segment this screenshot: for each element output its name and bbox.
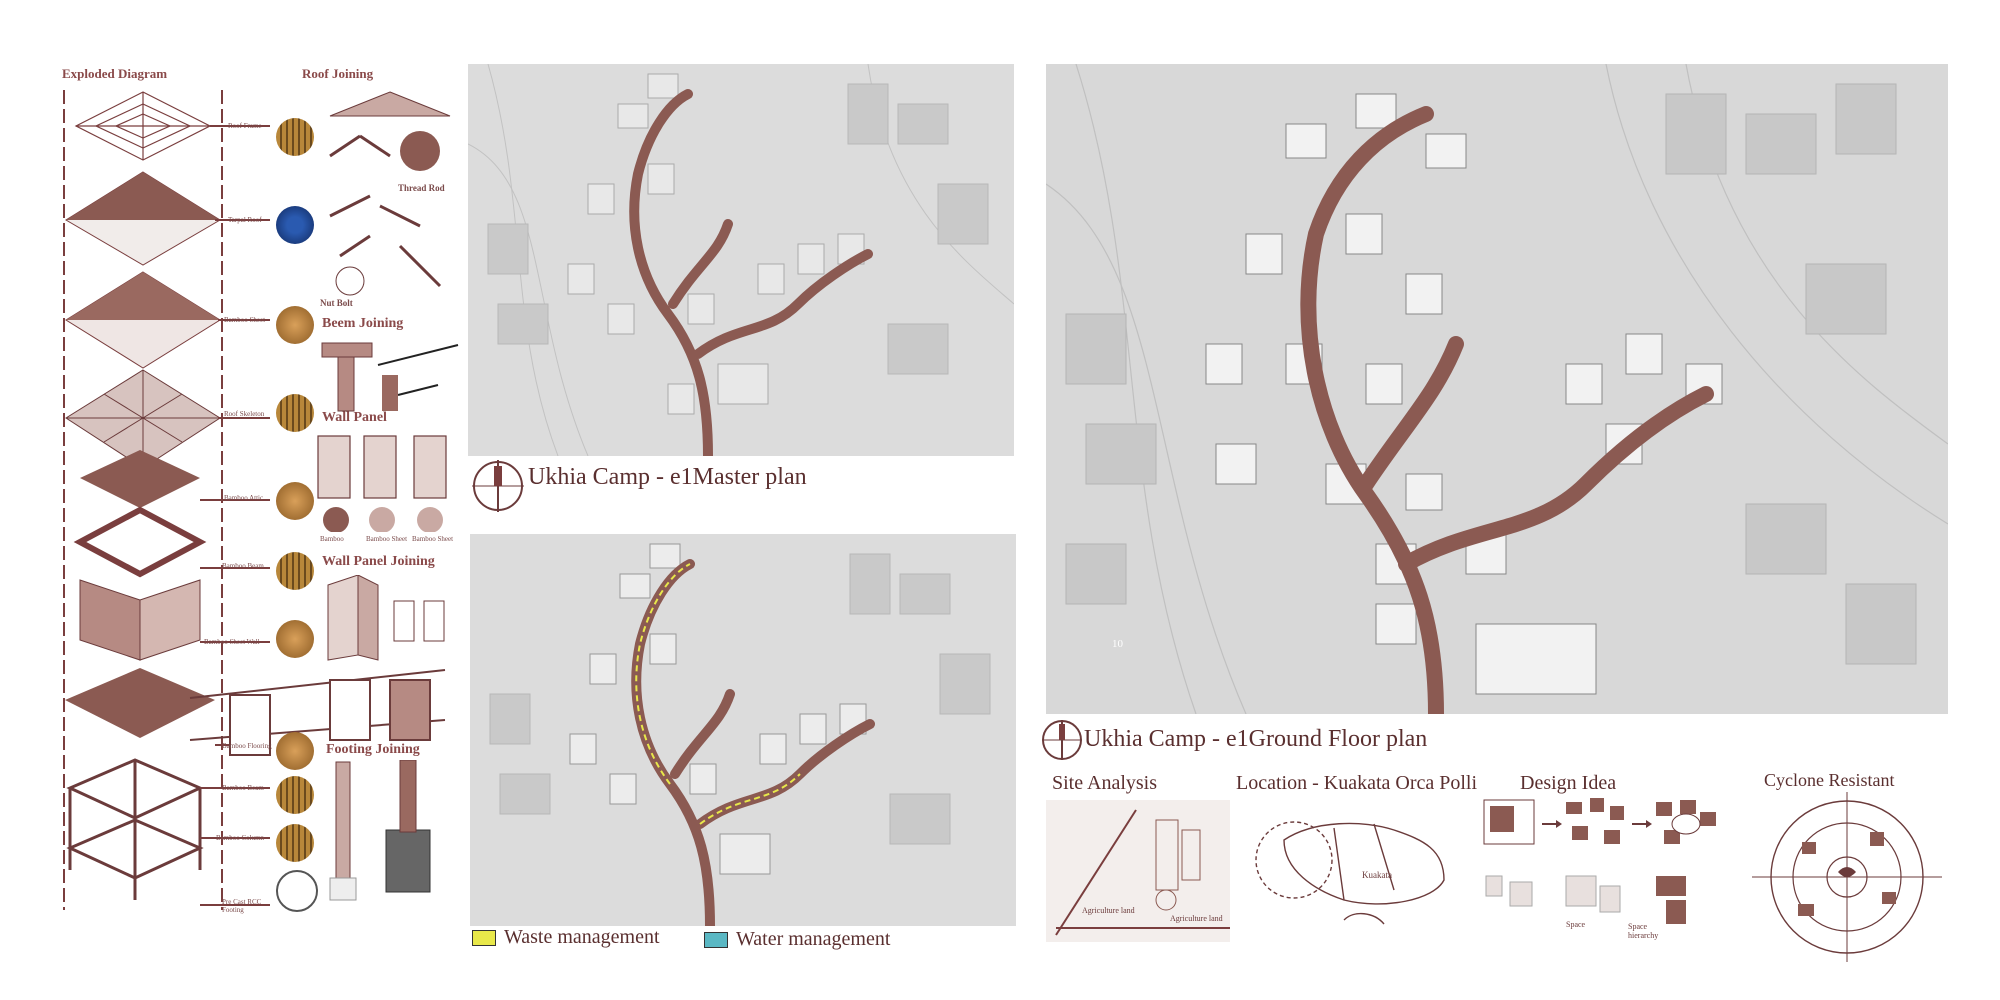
layer-label: Bamboo Beam <box>222 562 264 570</box>
design-idea-title: Design Idea <box>1520 772 1617 794</box>
cyclone-diagram <box>1752 792 1942 962</box>
layer-label: Pre Cast RCC Footing <box>222 898 262 914</box>
layer-label: Bamboo Column <box>216 834 265 842</box>
exploded-diagram <box>63 90 446 910</box>
bamboo-material-icon <box>276 552 314 590</box>
site-analysis-diagram: Agriculture land Agriculture land <box>1046 800 1230 942</box>
agri-land-label: Agriculture land <box>1082 906 1135 915</box>
kuakata-label: Kuakata <box>1362 870 1392 880</box>
layer-label: Tarpal Roof <box>228 216 262 224</box>
layer-label: Bamboo Sheet Wall <box>204 638 260 646</box>
tarpal-roof-layer <box>65 171 221 266</box>
legend-waste-label: Waste management <box>504 926 660 948</box>
wall-panel-joining-details <box>327 575 445 661</box>
legend-water-label: Water management <box>736 928 891 950</box>
bamboo-material-icon <box>276 118 314 156</box>
rcc-footing-icon <box>276 870 318 912</box>
master-plan-caption: Ukhia Camp - e1Master plan <box>528 464 807 490</box>
master-plan-image <box>468 64 1014 456</box>
beem-joining-title: Beem Joining <box>322 316 404 331</box>
thread-rod-label: Thread Rod <box>398 183 445 193</box>
layer-label: Bamboo Flooring <box>222 742 272 750</box>
wall-panel-item: Bamboo Sheet <box>412 535 454 543</box>
wall-panel-item: Bamboo <box>320 535 344 543</box>
space-hierarchy-label: Space hierarchy <box>1628 922 1659 940</box>
column-frame-layer <box>66 758 204 900</box>
wall-panel-details <box>317 435 447 532</box>
bamboo-sheet-material-icon <box>276 620 314 658</box>
tarpal-material-icon <box>276 206 314 244</box>
bamboo-material-icon <box>276 394 314 432</box>
nut-bolt-label: Nut Bolt <box>320 298 353 308</box>
wall-panel-title: Wall Panel <box>322 410 387 425</box>
exploded-diagram-title: Exploded Diagram <box>62 66 168 81</box>
layer-label: Roof Skeleton <box>224 410 265 418</box>
layer-label: Bamboo Attic <box>224 494 264 502</box>
location-title: Location - Kuakata Orca Polli <box>1236 772 1478 794</box>
wall-panel-item: Bamboo Sheet <box>366 535 408 543</box>
bamboo-sheet-wall-layer <box>79 579 201 661</box>
services-plan-image <box>470 534 1016 926</box>
legend-water: Water management <box>704 928 890 951</box>
agri-land-label: Agriculture land <box>1170 914 1223 923</box>
ground-floor-plan-image <box>1046 64 1948 714</box>
bamboo-material-icon <box>276 776 314 814</box>
legend-waste: Waste management <box>472 926 660 949</box>
site-analysis-title: Site Analysis <box>1052 772 1158 794</box>
north-compass-icon <box>472 460 524 512</box>
beem-joining-details <box>321 342 459 412</box>
waste-swatch <box>472 929 496 946</box>
exploded-wall-panels <box>189 669 446 756</box>
design-idea-diagram: Space Space hierarchy <box>1480 796 1730 946</box>
layer-label: Bamboo Beam <box>222 784 264 792</box>
footing-joining-details <box>329 760 431 901</box>
layer-label: Bamboo Sheet <box>224 316 266 324</box>
roof-skeleton-layer <box>65 369 221 469</box>
layer-label: Roof Frame <box>228 122 262 130</box>
north-compass-icon <box>1042 720 1082 760</box>
bamboo-attic-material-icon <box>276 482 314 520</box>
water-swatch <box>704 931 728 948</box>
bamboo-sheet-material-icon <box>276 306 314 344</box>
bamboo-sheet-layer <box>65 271 221 369</box>
roof-joining-title: Roof Joining <box>302 66 374 81</box>
ground-floor-caption: Ukhia Camp - e1Ground Floor plan <box>1084 726 1428 752</box>
footing-joining-title: Footing Joining <box>326 742 420 757</box>
contour-label: 10 <box>1112 638 1123 650</box>
bamboo-beam-layer <box>73 506 207 578</box>
bamboo-flooring-material-icon <box>276 732 314 770</box>
space-label: Space <box>1566 920 1586 929</box>
roof-frame-layer <box>74 91 212 161</box>
location-map: Kuakata <box>1244 800 1458 942</box>
bamboo-flooring-layer <box>65 668 215 738</box>
wall-panel-joining-title: Wall Panel Joining <box>322 554 435 569</box>
roof-joining-details <box>329 91 451 296</box>
bamboo-attic-layer <box>80 450 200 508</box>
cyclone-title: Cyclone Resistant <box>1764 770 1895 790</box>
bamboo-material-icon <box>276 824 314 862</box>
